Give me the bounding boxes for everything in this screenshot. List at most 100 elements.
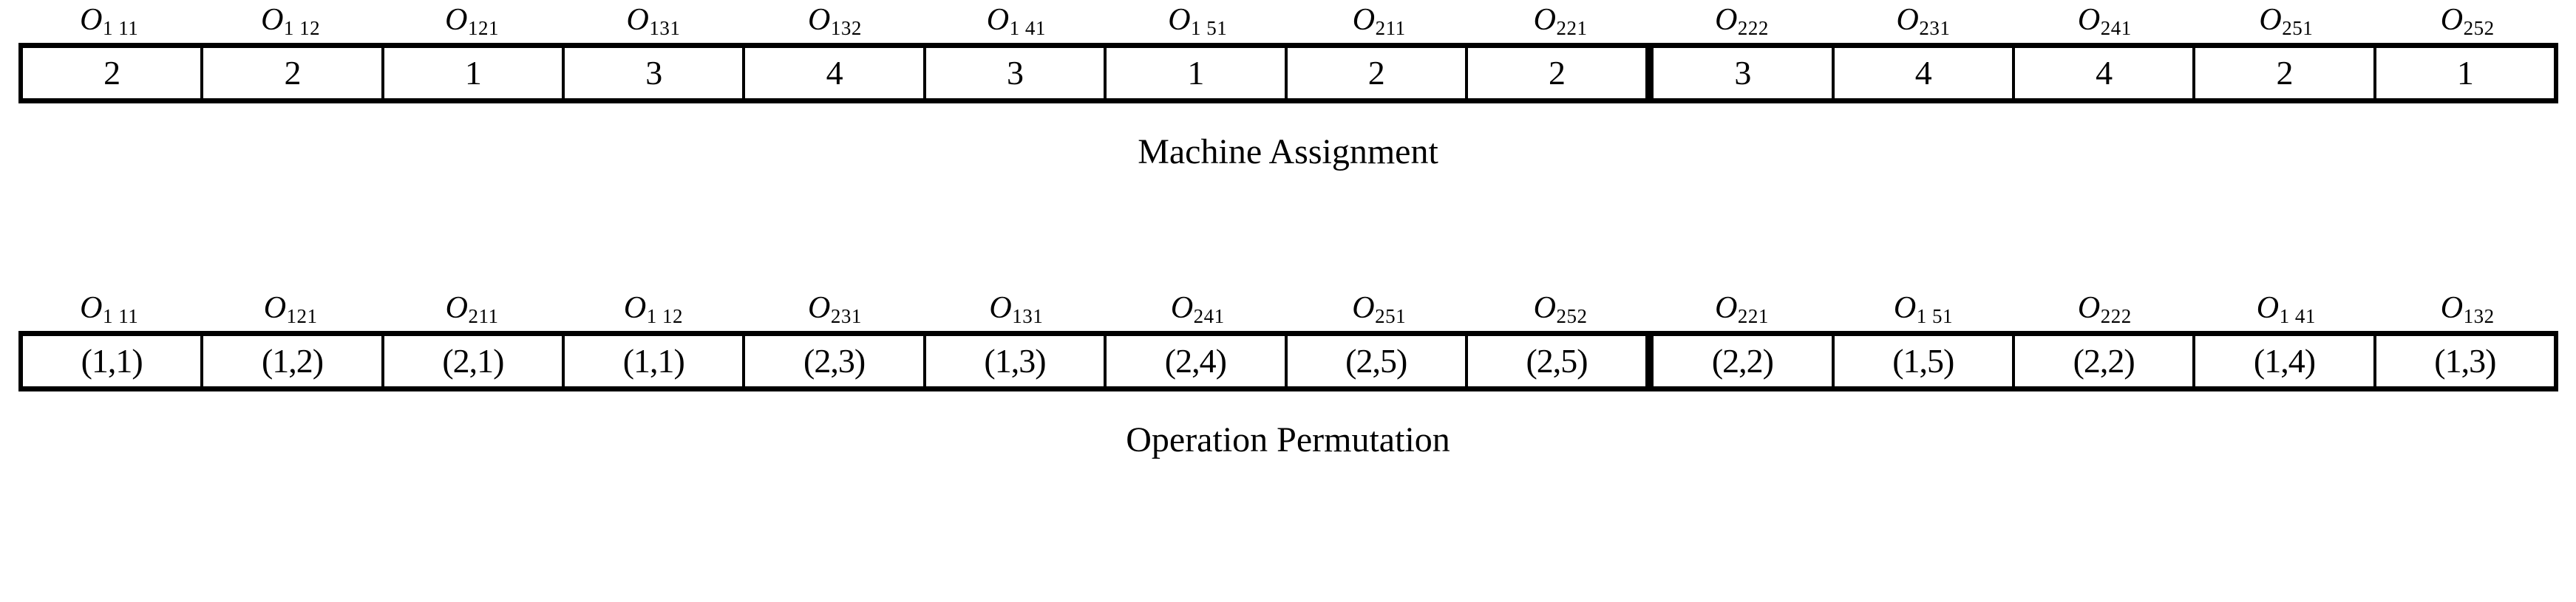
operation-symbol: O xyxy=(445,290,468,325)
operation-permutation-gene-cell: (1,1) xyxy=(23,336,204,386)
operation-subscript: 121 xyxy=(286,305,318,328)
operation-permutation-operation-label: O121 xyxy=(200,293,381,327)
operation-permutation-operation-label: O1 51 xyxy=(1832,293,2013,327)
operation-subscript: 1 12 xyxy=(646,305,684,328)
operation-permutation-operation-label: O1 41 xyxy=(2195,293,2376,327)
operation-subscript: 1 41 xyxy=(2279,305,2316,328)
operation-subscript: 1 51 xyxy=(1916,305,1953,328)
operation-permutation-gene-cell: (2,3) xyxy=(745,336,926,386)
operation-symbol: O xyxy=(2077,290,2100,325)
machine-assignment-operation-label: O211 xyxy=(1288,4,1469,39)
operation-symbol: O xyxy=(1533,290,1556,325)
operation-subscript: 132 xyxy=(2463,305,2495,328)
operation-symbol: O xyxy=(80,290,102,325)
operation-symbol: O xyxy=(2259,2,2282,37)
machine-assignment-operation-label: O231 xyxy=(1832,4,2013,39)
operation-subscript: 1 11 xyxy=(103,305,139,328)
machine-assignment-gene-cell: 3 xyxy=(926,48,1107,98)
operation-permutation-gene-cell: (1,3) xyxy=(2434,342,2496,380)
operation-symbol: O xyxy=(989,290,1012,325)
operation-symbol: O xyxy=(986,2,1009,37)
machine-assignment-gene-cell: 4 xyxy=(1835,48,2015,98)
operation-symbol: O xyxy=(1893,290,1916,325)
machine-assignment-gene-cell: 2 xyxy=(1288,48,1468,98)
operation-subscript: 132 xyxy=(830,17,862,40)
machine-assignment-operation-label: O131 xyxy=(563,4,744,39)
operation-permutation-gene-cell: (1,4) xyxy=(2195,336,2376,386)
operation-symbol: O xyxy=(807,2,830,37)
operation-permutation-gene-cell: (1,2) xyxy=(203,336,384,386)
operation-symbol: O xyxy=(1896,2,1919,37)
operation-permutation-operation-label: O131 xyxy=(925,293,1107,327)
operation-permutation-gene-cell: (1,3) xyxy=(926,336,1107,386)
machine-assignment-operation-label: O132 xyxy=(744,4,925,39)
machine-assignment-gene-cell: 1 xyxy=(384,48,565,98)
operation-permutation-operation-label: O1 12 xyxy=(563,293,744,327)
operation-permutation-operation-label: O1 11 xyxy=(18,293,200,327)
machine-assignment-gene-cell: 4 xyxy=(745,48,926,98)
operation-permutation-gene-cell: (1,1) xyxy=(565,336,746,386)
machine-assignment-operation-label: O222 xyxy=(1651,4,1832,39)
operation-subscript: 131 xyxy=(649,17,681,40)
operation-subscript: 211 xyxy=(1375,17,1406,40)
operation-subscript: 221 xyxy=(1737,305,1769,328)
machine-assignment-gene-cell: 2 xyxy=(203,48,384,98)
operation-subscript: 252 xyxy=(1556,305,1588,328)
machine-assignment-gene-cell: 3 xyxy=(1648,48,1835,98)
operation-subscript: 1 41 xyxy=(1009,17,1046,40)
operation-symbol: O xyxy=(1170,290,1193,325)
machine-assignment-operation-label: O221 xyxy=(1469,4,1651,39)
operation-subscript: 1 11 xyxy=(103,17,139,40)
operation-subscript: 1 51 xyxy=(1191,17,1228,40)
operation-subscript: 231 xyxy=(830,305,862,328)
machine-assignment-gene-cell: 3 xyxy=(565,48,746,98)
operation-permutation-operation-label: O211 xyxy=(381,293,563,327)
machine-assignment-caption: Machine Assignment xyxy=(1138,132,1438,171)
operation-permutation-strip: (1,1)(1,2)(2,1)(1,1)(2,3)(1,3)(2,4)(2,5)… xyxy=(18,331,2558,391)
machine-assignment-operation-label: O1 41 xyxy=(925,4,1107,39)
operation-permutation-gene-cell: (1,5) xyxy=(1835,336,2015,386)
operation-permutation-operation-label: O231 xyxy=(744,293,925,327)
operation-subscript: 252 xyxy=(2463,17,2495,40)
operation-symbol: O xyxy=(1352,2,1375,37)
operation-subscript: 121 xyxy=(467,17,499,40)
machine-assignment-gene-cell: 2 xyxy=(2195,48,2376,98)
operation-permutation-gene-cell: (2,5) xyxy=(1288,336,1468,386)
operation-permutation-gene-cell: (2,2) xyxy=(2015,336,2196,386)
operation-permutation-caption: Operation Permutation xyxy=(1126,420,1450,459)
operation-subscript: 231 xyxy=(1919,17,1951,40)
operation-permutation-gene-cell: (2,2) xyxy=(1648,336,1835,386)
machine-assignment-operation-label: O241 xyxy=(2014,4,2195,39)
operation-symbol: O xyxy=(80,2,102,37)
machine-assignment-operation-label: O251 xyxy=(2195,4,2376,39)
operation-permutation-gene-cell: (2,4) xyxy=(1107,336,1288,386)
operation-symbol: O xyxy=(263,290,286,325)
machine-assignment-gene-cell: 2 xyxy=(23,48,204,98)
operation-permutation-gene-cell: (2,1) xyxy=(384,336,565,386)
machine-assignment-operation-label: O121 xyxy=(381,4,563,39)
machine-assignment-operation-label: O1 12 xyxy=(200,4,381,39)
operation-permutation-operation-label: O241 xyxy=(1107,293,1288,327)
operation-subscript: 1 12 xyxy=(283,17,321,40)
operation-subscript: 222 xyxy=(1737,17,1769,40)
operation-symbol: O xyxy=(626,2,649,37)
operation-permutation-operation-label: O132 xyxy=(2376,293,2558,327)
operation-symbol: O xyxy=(1168,2,1191,37)
machine-assignment-operation-label: O252 xyxy=(2376,4,2558,39)
operation-subscript: 241 xyxy=(1193,305,1225,328)
operation-symbol: O xyxy=(623,290,646,325)
operation-permutation-operation-label: O221 xyxy=(1651,293,1832,327)
operation-permutation-gene-cell: (2,5) xyxy=(1468,336,1649,386)
operation-symbol: O xyxy=(445,2,467,37)
operation-subscript: 241 xyxy=(2100,17,2132,40)
operation-subscript: 251 xyxy=(2282,17,2314,40)
operation-subscript: 221 xyxy=(1556,17,1588,40)
operation-permutation-operation-label: O222 xyxy=(2014,293,2195,327)
machine-assignment-gene-cell: 1 xyxy=(2456,54,2474,92)
operation-symbol: O xyxy=(807,290,830,325)
operation-subscript: 251 xyxy=(1375,305,1407,328)
